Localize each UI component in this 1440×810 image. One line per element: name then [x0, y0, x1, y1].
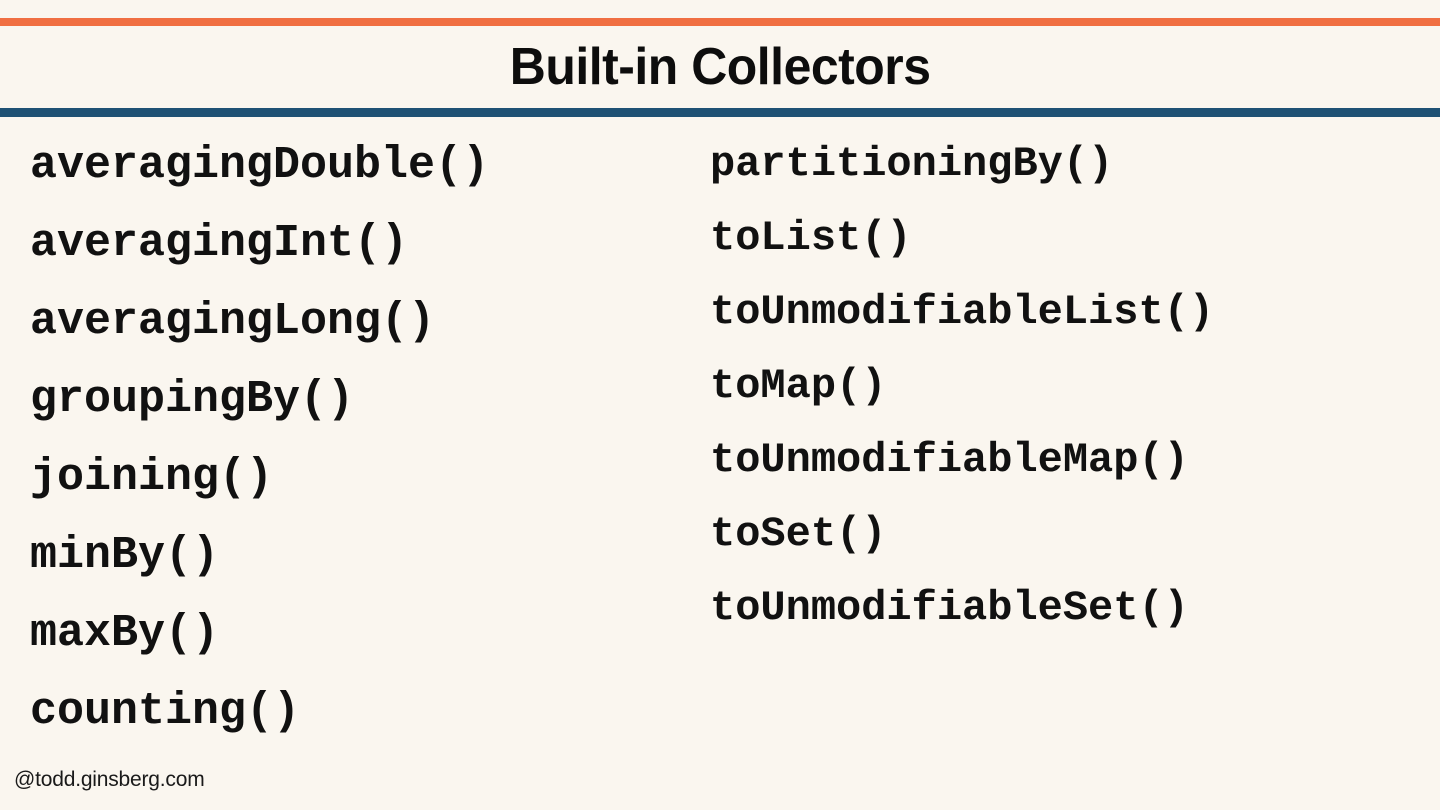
collector-item: counting()	[30, 686, 301, 737]
collector-item: minBy()	[30, 530, 220, 581]
footer-handle: @todd.ginsberg.com	[14, 768, 205, 791]
collector-item: partitioningBy()	[710, 140, 1114, 188]
collectors-column-left: averagingDouble() averagingInt() averagi…	[0, 117, 654, 759]
collector-item: averagingInt()	[30, 218, 409, 269]
collector-item: averagingDouble()	[30, 140, 490, 191]
collector-item: toList()	[710, 214, 912, 262]
collector-item: groupingBy()	[30, 374, 355, 425]
collector-item: maxBy()	[30, 608, 220, 659]
accent-rule-top	[0, 18, 1440, 26]
title-band: Built-in Collectors	[0, 26, 1440, 108]
collector-item: toUnmodifiableMap()	[710, 436, 1189, 484]
collectors-columns: averagingDouble() averagingInt() averagi…	[0, 117, 1440, 757]
page-title: Built-in Collectors	[509, 38, 931, 96]
collector-item: toUnmodifiableList()	[710, 288, 1215, 336]
collectors-column-right: partitioningBy() toList() toUnmodifiable…	[654, 117, 1440, 653]
collector-item: toUnmodifiableSet()	[710, 584, 1189, 632]
collector-item: joining()	[30, 452, 274, 503]
accent-rule-bottom	[0, 108, 1440, 117]
collector-item: toSet()	[710, 510, 887, 558]
collector-item: averagingLong()	[30, 296, 436, 347]
collector-item: toMap()	[710, 362, 887, 410]
